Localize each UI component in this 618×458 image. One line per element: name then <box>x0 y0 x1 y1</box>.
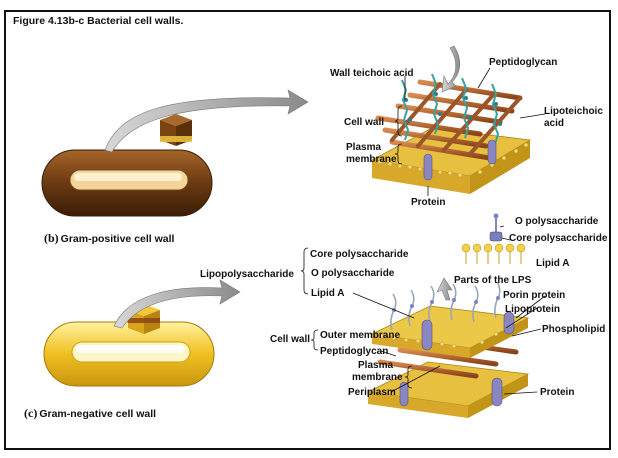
label-plasma-membrane-positive-line1: Plasma <box>346 142 382 153</box>
gram-positive-zoom-arrow <box>104 89 309 153</box>
gram-positive-leader-lines <box>394 67 546 196</box>
label-lipopolysaccharide: Lipopolysaccharide <box>200 269 294 280</box>
gram-positive-wall-cube <box>160 114 192 146</box>
gram-negative-leader-lines <box>300 225 546 395</box>
label-phospholipid: Phospholipid <box>542 324 606 335</box>
lps-molecule-inset <box>461 213 526 264</box>
caption-gram-positive-text: Gram-positive cell wall <box>60 233 175 245</box>
label-plasma-membrane-negative-line2: membrane <box>352 372 403 383</box>
label-cell-wall-negative: Cell wall <box>270 334 311 345</box>
label-o-polysaccharide: O polysaccharide <box>311 268 395 279</box>
label-plasma-membrane-negative-line1: Plasma <box>358 360 394 371</box>
label-outer-membrane: Outer membrane <box>320 330 401 341</box>
label-periplasm: Periplasm <box>348 387 396 398</box>
gram-positive-wall-block <box>370 73 532 194</box>
figure-title: Figure 4.13b-c Bacterial cell walls. <box>13 15 184 27</box>
panel-letter-b: (b) <box>44 231 59 245</box>
caption-gram-negative-text: Gram-negative cell wall <box>39 408 157 420</box>
gram-positive-cell <box>41 149 213 217</box>
gram-positive-top-arrow <box>441 45 461 93</box>
label-lipoteichoic-acid-line2: acid <box>544 118 565 129</box>
label-parts-of-the-lps: Parts of the LPS <box>454 275 532 286</box>
gram-negative-zoom-arrow <box>113 279 241 329</box>
label-cell-wall-positive: Cell wall <box>344 117 385 128</box>
label-peptidoglycan-negative: Peptidoglycan <box>320 346 389 357</box>
label-core-polysaccharide: Core polysaccharide <box>310 249 409 260</box>
label-lps-o-polysaccharide: O polysaccharide <box>515 216 599 227</box>
label-plasma-membrane-positive-line2: membrane <box>346 154 397 165</box>
label-lipid-a: Lipid A <box>311 288 345 299</box>
label-lipoteichoic-acid-line1: Lipoteichoic <box>544 106 603 117</box>
label-peptidoglycan-positive: Peptidoglycan <box>489 57 558 68</box>
label-wall-teichoic-acid: Wall teichoic acid <box>330 68 414 79</box>
label-lipoprotein: Lipoprotein <box>505 304 560 315</box>
label-porin-protein: Porin protein <box>503 290 566 301</box>
label-protein-negative: Protein <box>540 387 575 398</box>
gram-negative-cell <box>43 321 215 387</box>
panel-letter-c: (c) <box>24 406 38 420</box>
caption-gram-positive: (b)Gram-positive cell wall <box>44 231 175 245</box>
label-protein-positive: Protein <box>411 197 446 208</box>
label-lps-core-polysaccharide: Core polysaccharide <box>509 233 608 244</box>
label-lps-lipid-a: Lipid A <box>536 258 570 269</box>
caption-gram-negative: (c)Gram-negative cell wall <box>24 406 157 420</box>
lps-up-arrow <box>436 277 453 301</box>
